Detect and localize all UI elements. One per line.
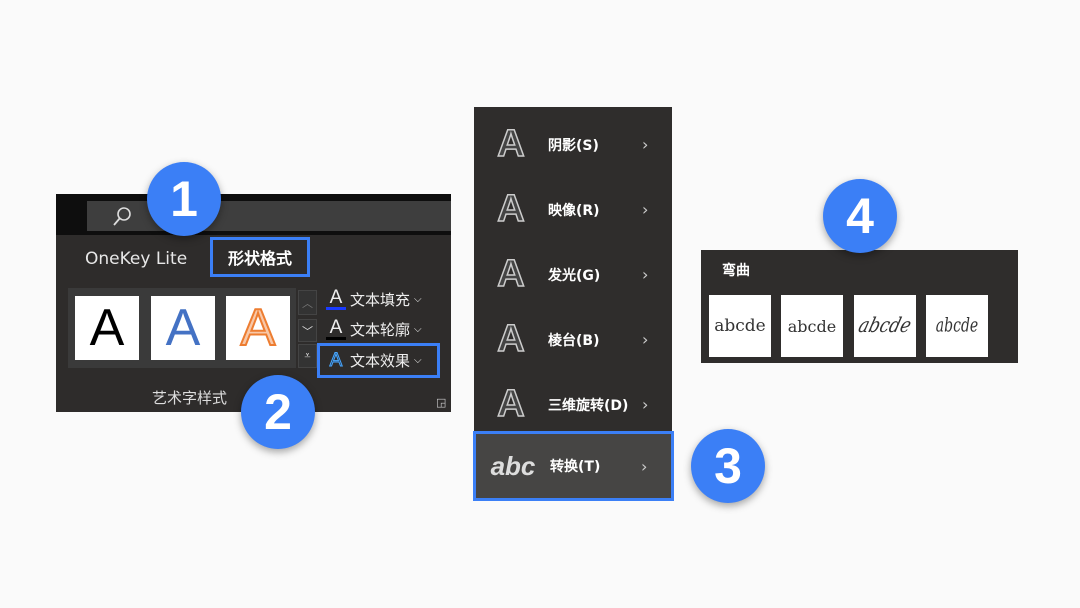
chevron-down-icon: ⌵ — [414, 355, 422, 366]
3d-rotation-icon: A — [497, 382, 526, 426]
warp-sample: abcde — [714, 316, 766, 336]
warp-option-arch[interactable]: abcde — [709, 295, 771, 357]
menu-item-reflection[interactable]: A 映像(R) › — [474, 177, 672, 242]
dialog-launcher-icon[interactable]: ◲ — [436, 396, 447, 409]
menu-label: 阴影(S) — [548, 137, 599, 154]
chevron-right-icon: › — [642, 135, 649, 154]
menu-label: 映像(R) — [548, 202, 600, 219]
step-badge-2: 2 — [241, 375, 315, 449]
text-effects-button[interactable]: A 文本效果⌵ — [317, 343, 440, 378]
text-fill-icon: A — [326, 288, 346, 310]
warp-option-button[interactable]: abcde — [926, 295, 988, 357]
warp-title: 弯曲 — [722, 263, 750, 279]
menu-item-3d-rotation[interactable]: A 三维旋转(D) › — [474, 372, 672, 437]
search-icon — [113, 207, 131, 226]
tile-letter: A — [240, 298, 277, 358]
menu-item-glow[interactable]: A 发光(G) › — [474, 242, 672, 307]
wordart-gallery: A A A — [68, 288, 296, 368]
shadow-icon: A — [497, 122, 526, 166]
text-effects-label: 文本效果 — [350, 352, 411, 370]
warp-sample: abcde — [856, 314, 914, 338]
warp-sample: abcde — [787, 316, 837, 336]
chevron-down-icon: ⌵ — [414, 324, 422, 335]
menu-item-bevel[interactable]: A 棱台(B) › — [474, 307, 672, 372]
wordart-style-orange[interactable]: A — [226, 296, 290, 360]
chevron-down-icon: ⌵ — [414, 294, 422, 305]
menu-item-transform[interactable]: abc 转换(T) › — [473, 431, 674, 501]
search-box[interactable] — [87, 201, 451, 231]
glow-icon: A — [497, 252, 526, 296]
group-label: 艺术字样式 — [152, 389, 228, 407]
gallery-scroll-up[interactable]: ︿ — [298, 290, 317, 315]
gallery-more[interactable]: ⩡ — [298, 344, 317, 368]
text-effects-menu: A 阴影(S) › A 映像(R) › A 发光(G) › A 棱台(B) › A 三维旋转(D)… — [474, 107, 672, 431]
step-badge-4: 4 — [823, 179, 897, 253]
chevron-right-icon: › — [642, 330, 649, 349]
chevron-right-icon: › — [642, 200, 649, 219]
menu-label: 棱台(B) — [548, 332, 600, 349]
warp-option-circle[interactable]: abcde — [854, 295, 916, 357]
tab-onekey-lite[interactable]: OneKey Lite — [85, 249, 188, 269]
warp-panel: 弯曲 abcde abcde abcde abcde — [701, 250, 1018, 363]
wordart-style-blue[interactable]: A — [151, 296, 215, 360]
menu-label: 转换(T) — [550, 459, 601, 475]
text-effects-icon: A — [329, 349, 343, 371]
warp-option-arch-down[interactable]: abcde — [781, 295, 843, 357]
chevron-right-icon: › — [642, 395, 649, 414]
tab-shape-format[interactable]: 形状格式 — [210, 237, 310, 277]
text-outline-label: 文本轮廓 — [350, 321, 411, 339]
reflection-icon: A — [497, 187, 526, 231]
gallery-scroll-down[interactable]: ﹀ — [298, 319, 317, 342]
chevron-right-icon: › — [642, 265, 649, 284]
warp-sample: abcde — [935, 314, 979, 338]
step-badge-3: 3 — [691, 429, 765, 503]
tile-letter: A — [165, 299, 201, 357]
menu-label: 三维旋转(D) — [548, 397, 629, 414]
transform-icon: abc — [490, 450, 536, 481]
text-outline-icon: A — [326, 318, 346, 340]
bevel-icon: A — [497, 317, 526, 361]
menu-label: 发光(G) — [548, 267, 601, 284]
menu-item-shadow[interactable]: A 阴影(S) › — [474, 112, 672, 177]
step-badge-1: 1 — [147, 162, 221, 236]
tile-letter: A — [89, 299, 125, 357]
wordart-style-black[interactable]: A — [75, 296, 139, 360]
chevron-right-icon: › — [641, 456, 648, 476]
text-fill-label: 文本填充 — [350, 291, 411, 309]
